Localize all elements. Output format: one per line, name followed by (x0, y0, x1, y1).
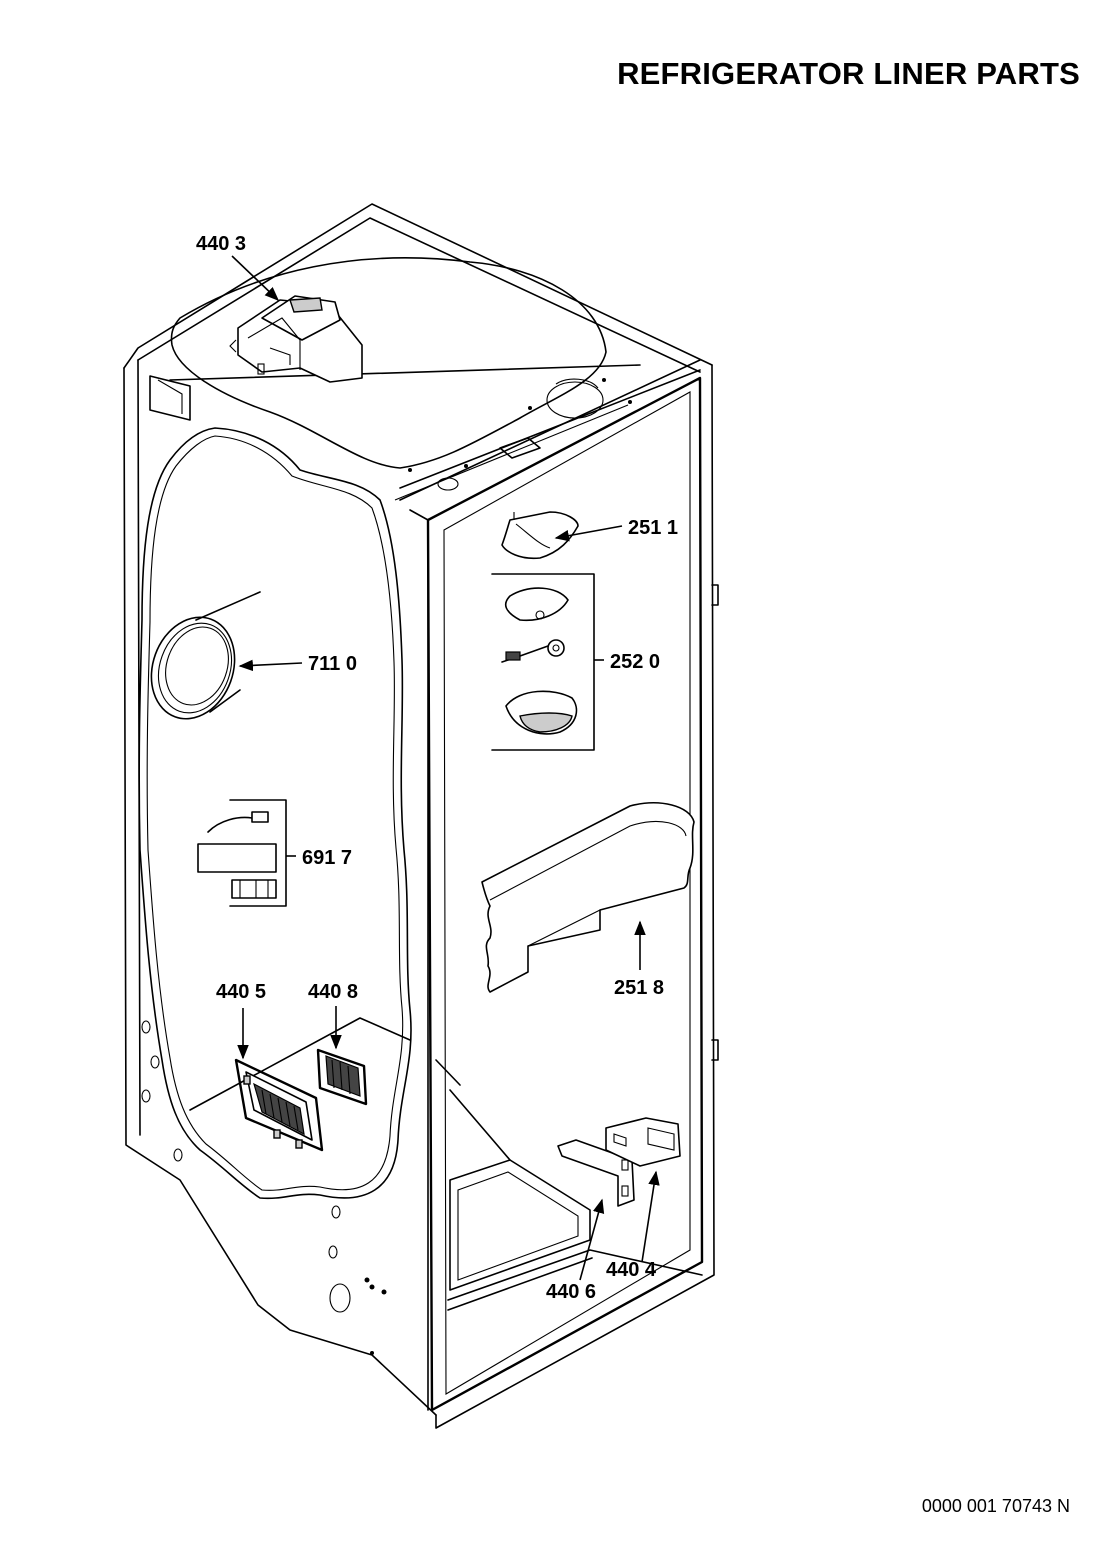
part-251-1-light-shield (501, 511, 579, 560)
part-440-3-control-housing (229, 295, 363, 383)
callout-440-5: 440 5 (216, 981, 266, 1003)
cabinet-outline (123, 203, 719, 1429)
part-691-7-kit (197, 799, 287, 907)
part-440-5-grille (234, 1058, 324, 1152)
callout-labels: 440 3 251 1 252 0 711 0 691 7 251 8 440 … (196, 233, 678, 1303)
callout-440-6: 440 6 (546, 1281, 596, 1303)
freezer-side-panel (138, 427, 412, 1200)
part-440-8-vent (316, 1048, 368, 1106)
document-number: 0000 001 70743 N (921, 1496, 1070, 1516)
callout-691-7: 691 7 (302, 847, 352, 869)
part-251-8-cover (481, 802, 695, 993)
leader-lines (231, 255, 660, 1281)
callout-440-4: 440 4 (606, 1259, 657, 1281)
callout-252-0: 252 0 (610, 651, 660, 673)
part-252-0-light-kit (491, 573, 595, 751)
part-440-6-bracket (557, 1139, 635, 1207)
callout-440-3: 440 3 (196, 233, 246, 255)
part-711-0-tubing-coil (150, 591, 261, 720)
page-title: REFRIGERATOR LINER PARTS (617, 56, 1080, 91)
top-liner-sheet (170, 257, 607, 469)
callout-251-8: 251 8 (614, 977, 664, 999)
callout-711-0: 711 0 (308, 653, 357, 675)
part-440-4-bracket (605, 1117, 681, 1167)
callout-251-1: 251 1 (628, 517, 678, 539)
callout-440-8: 440 8 (308, 981, 358, 1003)
